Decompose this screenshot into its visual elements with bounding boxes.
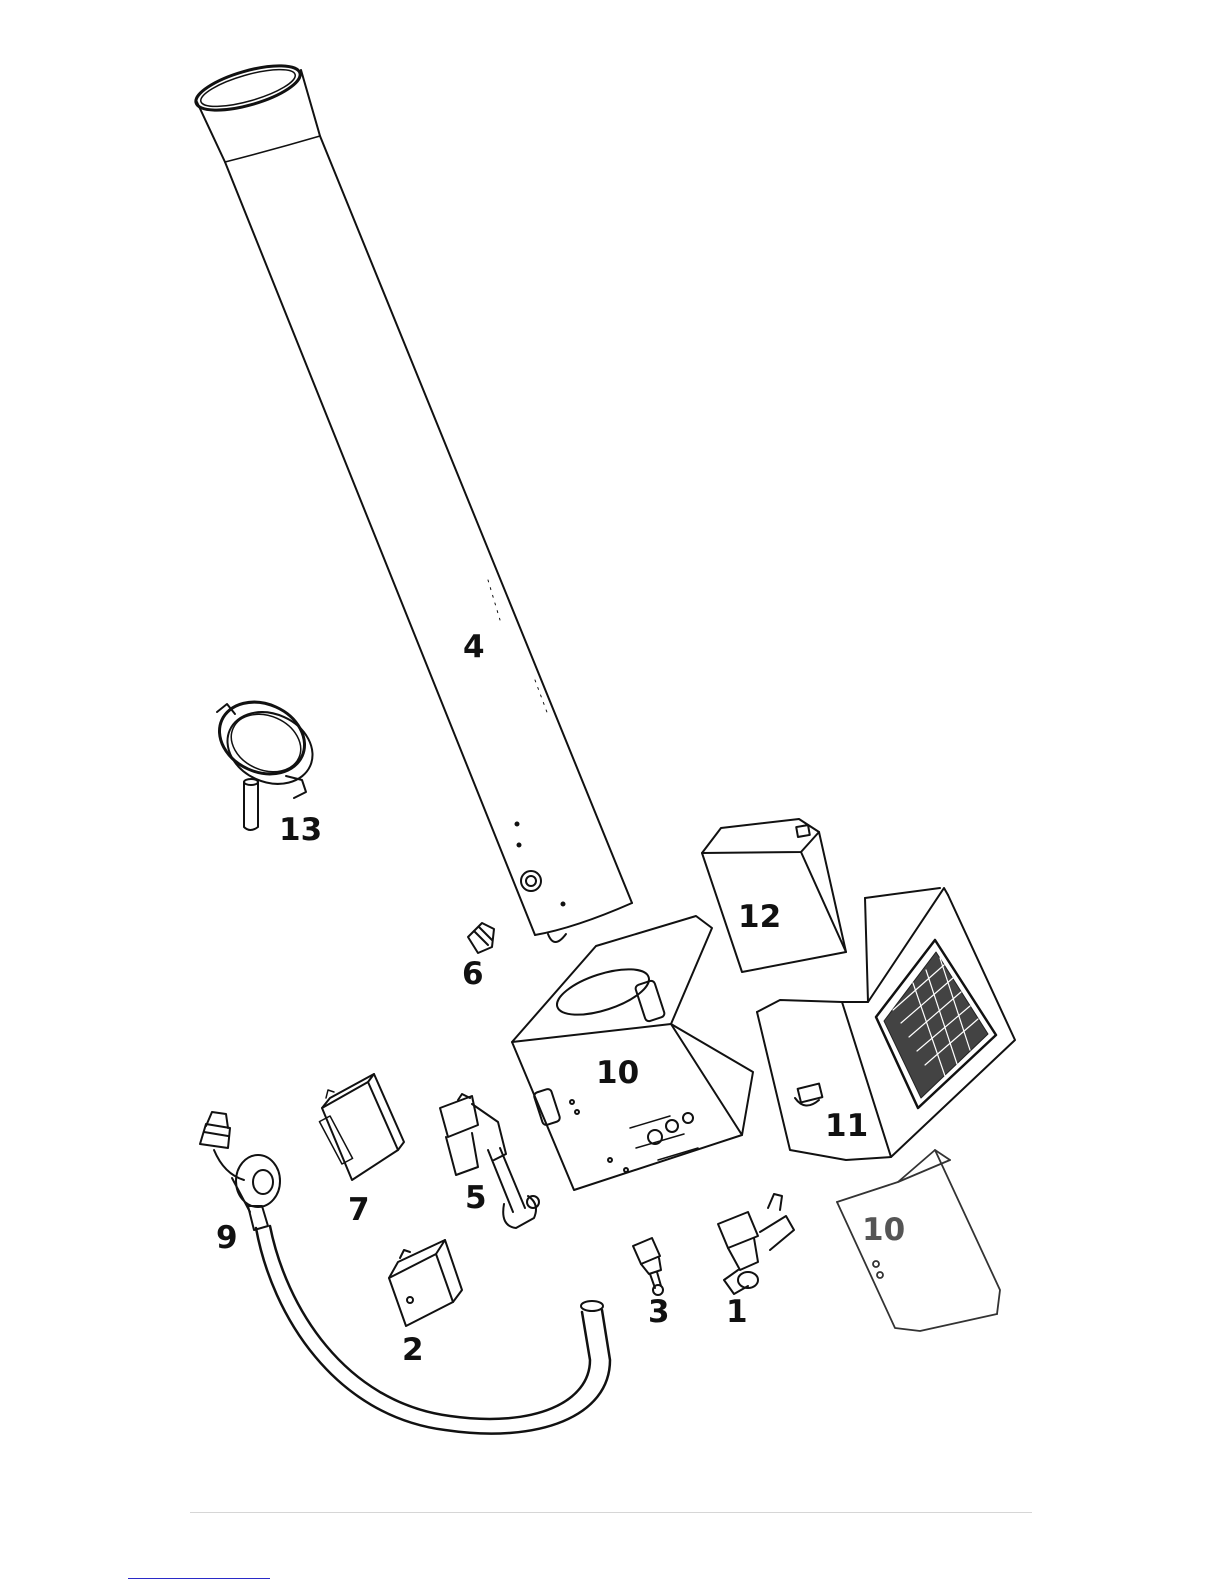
clamp-drawing — [208, 689, 324, 830]
part-label-10: 10 — [596, 1055, 639, 1091]
part-label-12: 12 — [738, 899, 781, 935]
footer-divider — [190, 1512, 1032, 1513]
housing-drawing — [512, 916, 753, 1190]
footer-link-underline[interactable] — [128, 1578, 270, 1579]
part-label-10-cover: 10 — [862, 1212, 905, 1248]
box-component-drawing — [389, 1240, 462, 1326]
valve-assembly-drawing — [440, 1094, 539, 1228]
part-label-11: 11 — [825, 1108, 868, 1144]
terminal-block-drawing — [319, 1074, 404, 1180]
fitting-drawing — [468, 923, 494, 953]
part-label-5: 5 — [465, 1180, 487, 1216]
small-valve-drawing — [633, 1238, 663, 1295]
part-label-7: 7 — [348, 1192, 370, 1228]
part-label-3: 3 — [648, 1294, 670, 1330]
part-label-4: 4 — [463, 629, 485, 665]
part-label-13: 13 — [279, 812, 322, 848]
battery-drawing — [702, 819, 846, 972]
solar-enclosure-drawing — [757, 888, 1015, 1160]
part-label-6: 6 — [462, 956, 484, 992]
solenoid-valve-drawing — [718, 1194, 794, 1294]
part-label-2: 2 — [402, 1332, 424, 1368]
part-label-9: 9 — [216, 1220, 238, 1256]
part-label-1: 1 — [726, 1294, 748, 1330]
regulator-hose-drawing — [200, 1112, 610, 1434]
